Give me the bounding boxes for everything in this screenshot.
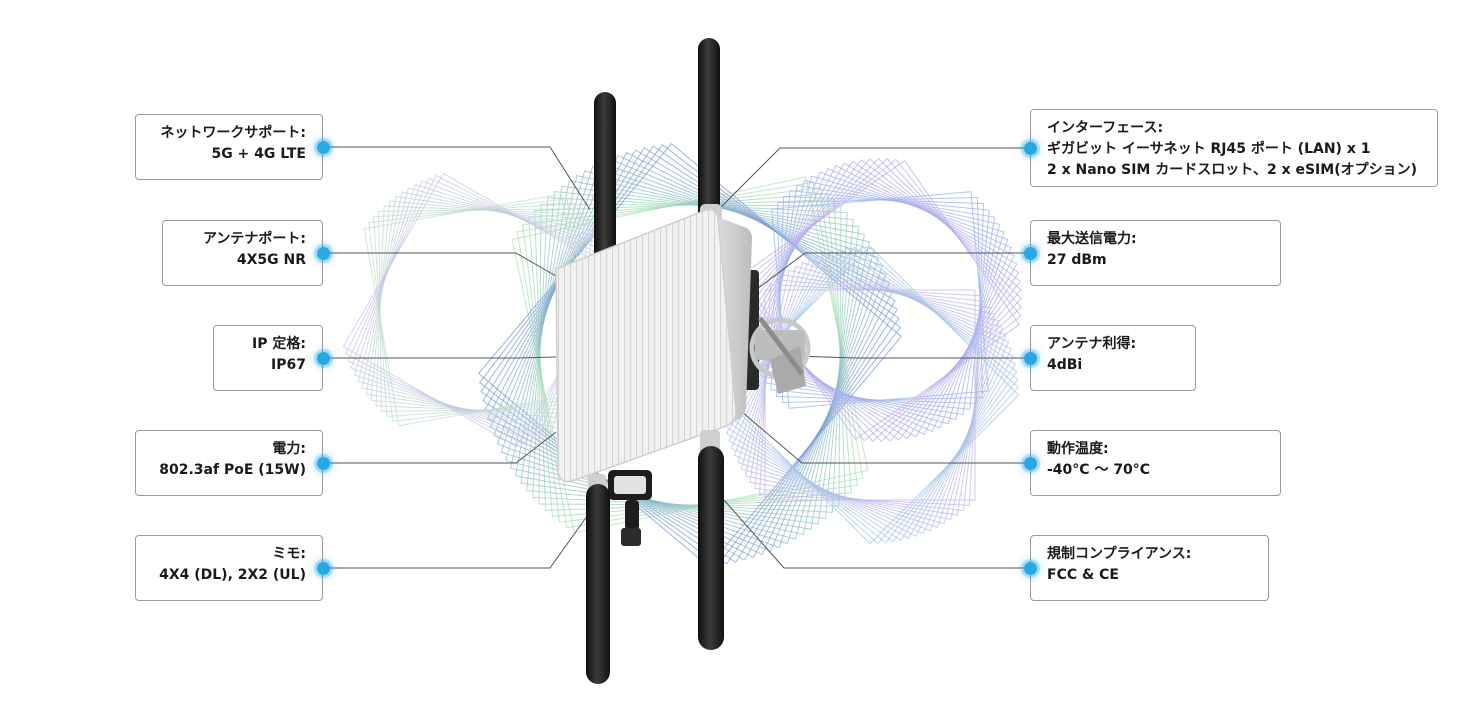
left-spec-box-1: ネットワークサポート: 5G + 4G LTE [135, 114, 323, 180]
spec-value: 4X4 (DL), 2X2 (UL) [159, 567, 306, 583]
right-connector-line [794, 355, 1030, 359]
spec-label: ネットワークサポート: [160, 125, 306, 141]
left-spec-box-2: アンテナポート: 4X5G NR [162, 220, 323, 286]
spec-value: 802.3af PoE (15W) [159, 462, 306, 478]
left-spec-box-5: ミモ: 4X4 (DL), 2X2 (UL) [135, 535, 323, 601]
spec-label: 最大送信電力: [1047, 231, 1137, 247]
right-connector-line [723, 499, 1030, 569]
router-housing [555, 208, 737, 483]
spec-value: ギガビット イーサネット RJ45 ポート (LAN) x 1 [1047, 141, 1371, 157]
spec-label: ミモ: [272, 546, 306, 562]
right-spec-box-4: 動作温度: -40°C ～ 70°C [1030, 430, 1281, 496]
left-connector-line [323, 511, 591, 569]
connector-lines [323, 146, 1030, 569]
left-connector-line [323, 252, 557, 277]
indicator-dot-icon [316, 246, 330, 260]
right-connector-line [741, 411, 1030, 464]
indicator-dot-icon [316, 140, 330, 154]
left-connector-line [323, 356, 557, 359]
spec-label: 規制コンプライアンス: [1047, 546, 1192, 562]
spec-label: 動作温度: [1047, 441, 1109, 457]
right-spec-box-2: 最大送信電力: 27 dBm [1030, 220, 1281, 286]
antenna-bottom-left [586, 484, 610, 684]
indicator-dot-icon [316, 456, 330, 470]
spec-value: 2 x Nano SIM カードスロット、2 x eSIM(オプション) [1047, 162, 1417, 178]
spec-label: 電力: [272, 441, 306, 457]
indicator-dot-icon [1023, 456, 1037, 470]
pattern-line [725, 250, 1015, 540]
left-spec-box-4: 電力: 802.3af PoE (15W) [135, 430, 323, 496]
router-device [555, 38, 811, 684]
right-connector-line [744, 252, 1030, 299]
spec-value: 5G + 4G LTE [211, 146, 306, 162]
spec-value: 4dBi [1047, 357, 1083, 373]
spec-value: 4X5G NR [236, 252, 306, 268]
indicator-dot-icon [1023, 141, 1037, 155]
antenna-top-left [594, 92, 616, 262]
indicator-dot-icon [316, 561, 330, 575]
pattern-line [721, 246, 1019, 544]
antenna-bottom-right [698, 446, 724, 650]
spec-label: インターフェース: [1047, 120, 1164, 136]
right-connector-line [719, 147, 1030, 209]
left-spec-box-3: IP 定格: IP67 [213, 325, 323, 391]
spec-label: アンテナ利得: [1047, 336, 1137, 352]
left-connector-line [323, 431, 557, 464]
spec-value: IP67 [271, 357, 306, 373]
antenna-top-right [698, 38, 720, 238]
right-spec-box-1: インターフェース: ギガビット イーサネット RJ45 ポート (LAN) x 1… [1030, 109, 1438, 187]
spec-label: IP 定格: [252, 336, 306, 352]
pattern-line [720, 245, 1020, 545]
spec-value: 27 dBm [1047, 252, 1107, 268]
left-connector-line [323, 146, 591, 211]
bottom-connector [608, 470, 652, 546]
indicator-dot-icon [1023, 351, 1037, 365]
spec-label: アンテナポート: [202, 231, 306, 247]
right-spec-box-3: アンテナ利得: 4dBi [1030, 325, 1196, 391]
indicator-dot-icon [1023, 246, 1037, 260]
pattern-line [378, 208, 582, 412]
spec-value: FCC & CE [1047, 567, 1119, 583]
right-spec-box-5: 規制コンプライアンス: FCC & CE [1030, 535, 1269, 601]
spec-value: -40°C ～ 70°C [1047, 462, 1151, 478]
indicator-dot-icon [1023, 561, 1037, 575]
indicator-dot-icon [316, 351, 330, 365]
